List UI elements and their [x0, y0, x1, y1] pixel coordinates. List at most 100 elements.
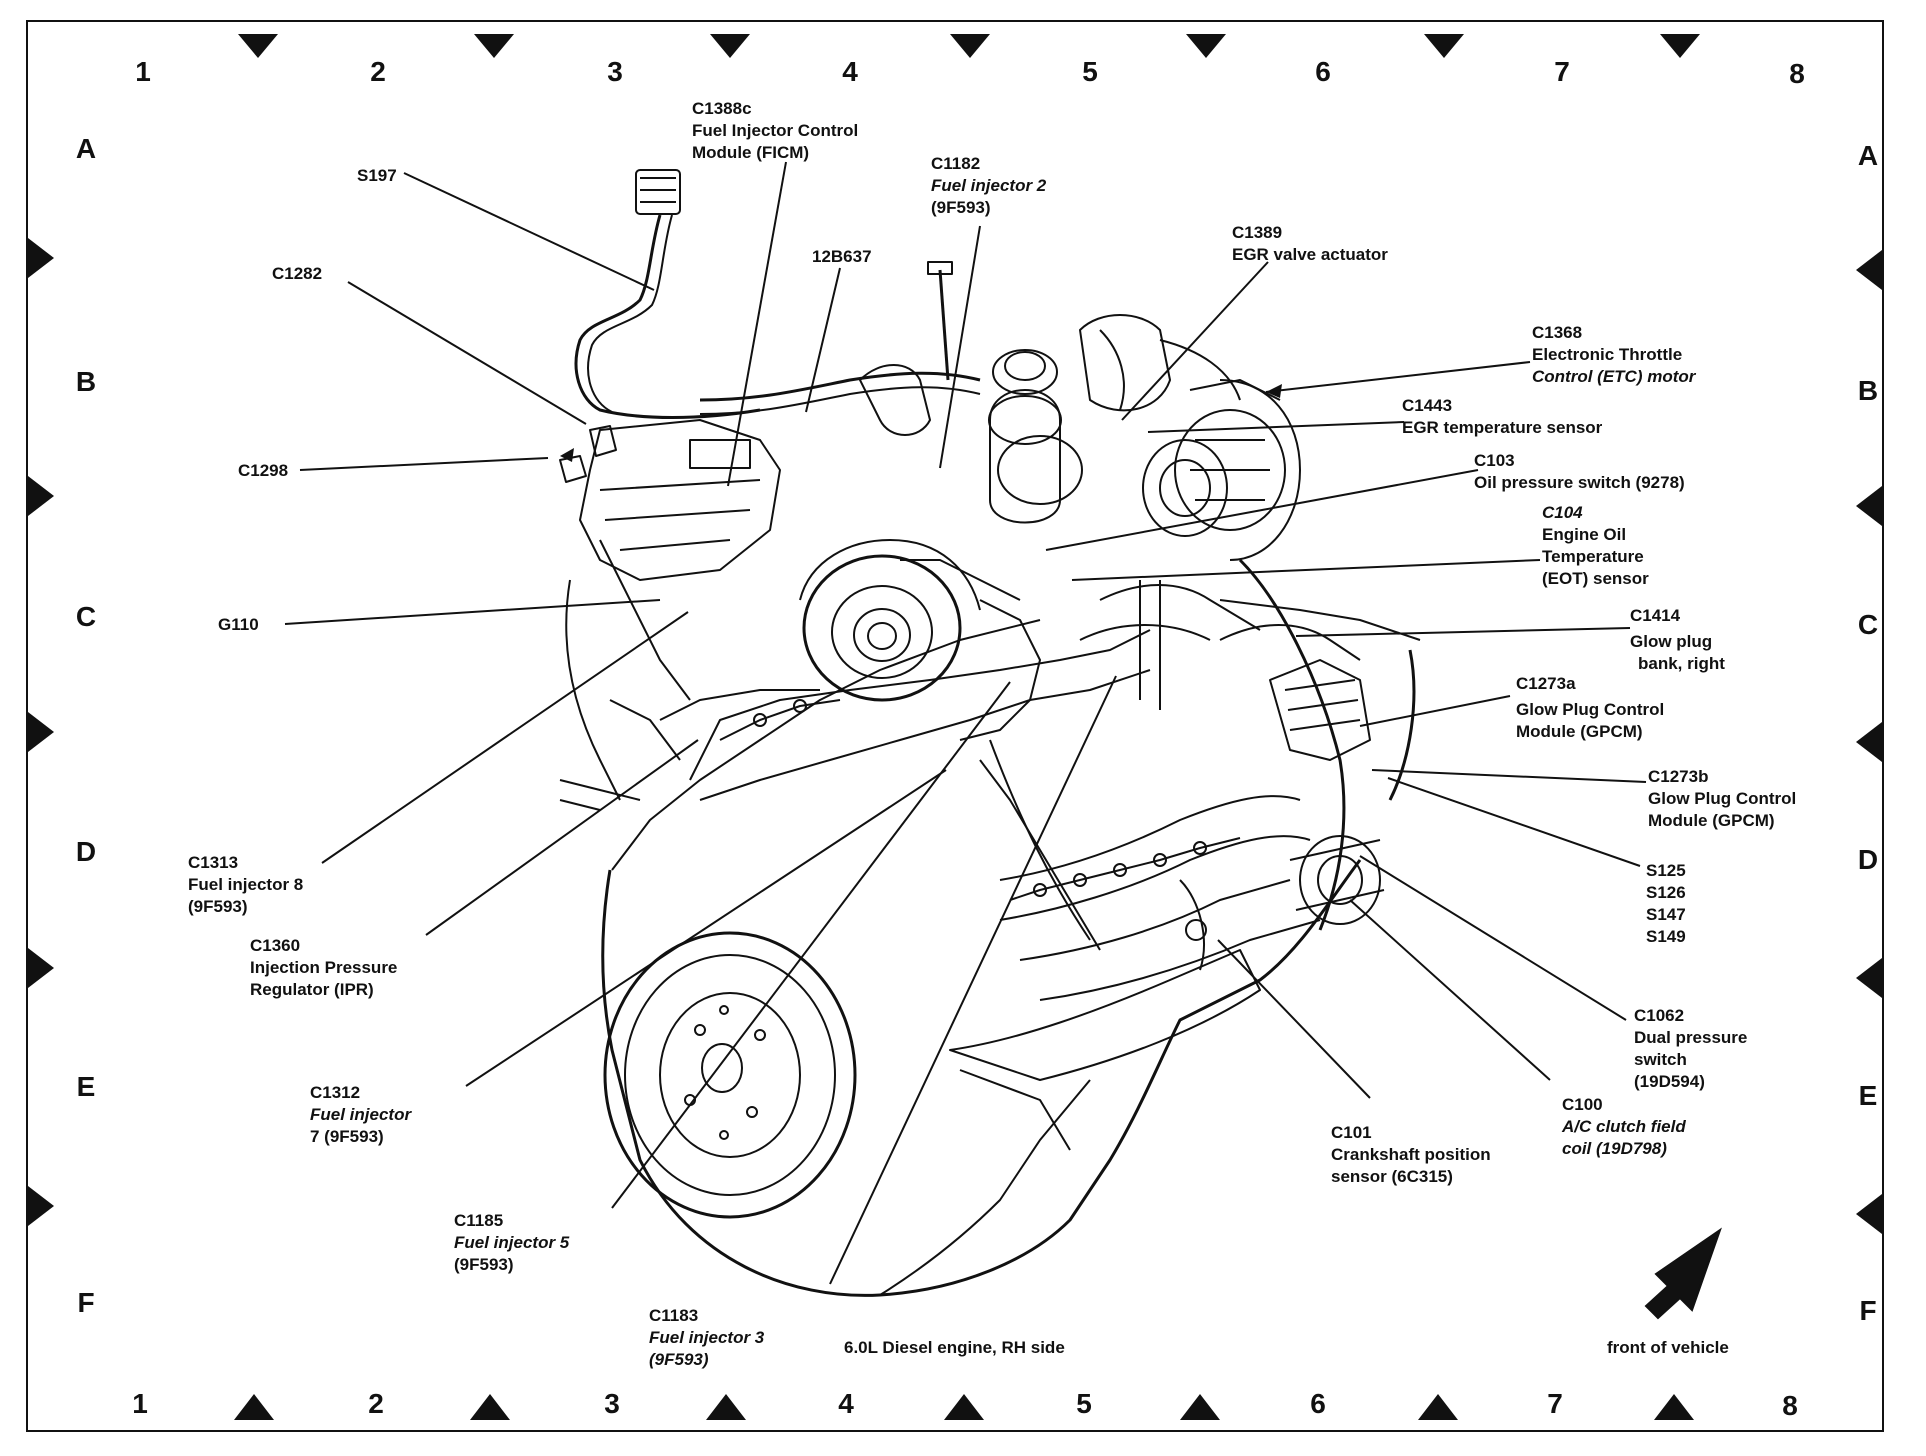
callout-c1062-line1: Dual pressure	[1634, 1028, 1748, 1047]
callout-c1183: C1183 Fuel injector 3 (9F593)	[649, 1305, 764, 1371]
callout-c1313-line1: Fuel injector 8	[188, 875, 304, 894]
grid-col-bottom-1: 1	[132, 1388, 148, 1419]
grid-row-left-b: B	[75, 366, 97, 397]
callout-c103: C103 Oil pressure switch (9278)	[1474, 450, 1685, 494]
callout-c1388c-line1: Fuel Injector Control	[692, 121, 859, 140]
grid-row-left-d: D	[75, 836, 97, 867]
callout-c1185-id: C1185	[454, 1211, 504, 1230]
callout-c1368-id: C1368	[1532, 323, 1583, 342]
grid-ticks-top	[238, 34, 1700, 58]
callout-c1182-line1: Fuel injector 2	[931, 176, 1047, 195]
grid-col-bottom-8: 8	[1782, 1390, 1798, 1421]
callout-c1185: C1185 Fuel injector 5 (9F593)	[454, 1210, 569, 1276]
callout-c1368-line1: Electronic Throttle	[1532, 345, 1683, 364]
grid-row-right-b: B	[1857, 375, 1879, 406]
grid-col-bottom-5: 5	[1076, 1388, 1092, 1419]
grid-ticks-bottom	[234, 1394, 1694, 1420]
grid-col-bottom-2: 2	[368, 1388, 384, 1419]
grid-col-bottom-6: 6	[1310, 1388, 1326, 1419]
front-of-vehicle-label: front of vehicle	[1607, 1338, 1729, 1357]
grid-row-right-f: F	[1859, 1295, 1877, 1326]
grid-col-bottom-3: 3	[604, 1388, 620, 1419]
callout-c1185-line1: Fuel injector 5	[454, 1233, 570, 1252]
callout-splice-s147: S147	[1646, 905, 1686, 924]
grid-row-left-f: F	[77, 1287, 95, 1318]
callout-splice-s126: S126	[1646, 883, 1686, 902]
grid-row-left-a: A	[75, 133, 97, 164]
callout-c1368: C1368 Electronic Throttle Control (ETC) …	[1532, 322, 1695, 388]
callout-c1368-line2: Control (ETC) motor	[1532, 367, 1696, 386]
callout-s197: S197	[357, 165, 397, 187]
callout-c1360-line2: Regulator (IPR)	[250, 980, 374, 999]
callout-c1414-line1: Glow plug	[1630, 632, 1713, 651]
callout-c104-line1: Engine Oil	[1542, 525, 1627, 544]
callout-c1182-id: C1182	[931, 154, 981, 173]
callout-c1443-line1: EGR temperature sensor	[1402, 418, 1603, 437]
callout-c104-line3: (EOT) sensor	[1542, 569, 1649, 588]
callout-c1312: C1312 Fuel injector 7 (9F593)	[310, 1082, 411, 1148]
callout-c101-line1: Crankshaft position	[1331, 1145, 1491, 1164]
engine-illustration	[559, 169, 1421, 1297]
grid-row-right-d: D	[1857, 844, 1879, 875]
diagram-frame	[26, 20, 1884, 1432]
leader-lines	[284, 161, 1647, 1285]
callout-splices: S125 S126 S147 S149	[1646, 860, 1686, 948]
callout-c100-id: C100	[1562, 1095, 1603, 1114]
grid-ticks-right	[1856, 250, 1882, 1234]
grid-col-top-1: 1	[135, 56, 151, 87]
callout-c1273a-id: C1273a	[1516, 674, 1576, 693]
callout-c1062-id: C1062	[1634, 1006, 1685, 1025]
callout-c1312-id: C1312	[310, 1083, 361, 1102]
callout-c1182: C1182 Fuel injector 2 (9F593)	[931, 153, 1046, 219]
callout-c104-id: C104	[1542, 503, 1583, 522]
callout-c103-line1: Oil pressure switch (9278)	[1474, 473, 1685, 492]
callout-c1185-line2: (9F593)	[454, 1255, 514, 1274]
callout-c1388c: C1388c Fuel Injector Control Module (FIC…	[692, 98, 858, 164]
callout-c104-line2: Temperature	[1542, 547, 1644, 566]
callout-c1273a-line1: Glow Plug Control	[1516, 700, 1665, 719]
grid-col-top-2: 2	[370, 56, 386, 87]
grid-row-right-e: E	[1858, 1080, 1878, 1111]
callout-c1273a: C1273a Glow Plug Control Module (GPCM)	[1516, 673, 1664, 743]
callout-c1389-id: C1389	[1232, 223, 1283, 242]
callout-c101: C101 Crankshaft position sensor (6C315)	[1331, 1122, 1491, 1188]
callout-c1273b-line2: Module (GPCM)	[1648, 811, 1775, 830]
callout-c1273a-line2: Module (GPCM)	[1516, 722, 1643, 741]
callout-c1389-line1: EGR valve actuator	[1232, 245, 1388, 264]
grid-col-bottom-4: 4	[838, 1388, 854, 1419]
callout-g110: G110	[218, 614, 259, 636]
callout-c1183-id: C1183	[649, 1306, 699, 1325]
callout-c1414: C1414 Glow plug bank, right	[1630, 605, 1725, 675]
front-of-vehicle-arrow	[1644, 1227, 1722, 1320]
grid-row-right-c: C	[1857, 609, 1879, 640]
grid-col-top-6: 6	[1315, 56, 1331, 87]
grid-col-top-7: 7	[1554, 56, 1570, 87]
grid-row-left-c: C	[75, 601, 97, 632]
grid-col-top-4: 4	[842, 56, 858, 87]
callout-splice-s125: S125	[1646, 861, 1686, 880]
callout-c1298-id: C1298	[238, 461, 289, 480]
callout-c1389: C1389 EGR valve actuator	[1232, 222, 1388, 266]
callout-c1443-id: C1443	[1402, 396, 1453, 415]
callout-c1313-id: C1313	[188, 853, 239, 872]
callout-c101-line2: sensor (6C315)	[1331, 1167, 1453, 1186]
callout-c1414-line2: bank, right	[1638, 654, 1725, 673]
callout-c1183-line1: Fuel injector 3	[649, 1328, 765, 1347]
callout-c1273b-line1: Glow Plug Control	[1648, 789, 1797, 808]
callout-c1313-line2: (9F593)	[188, 897, 248, 916]
callout-c1182-line2: (9F593)	[931, 198, 991, 217]
callout-12b637-id: 12B637	[812, 247, 872, 266]
grid-col-top-3: 3	[607, 56, 623, 87]
callout-c1273b-id: C1273b	[1648, 767, 1709, 786]
grid-col-top-8: 8	[1789, 58, 1805, 89]
callout-c1388c-id: C1388c	[692, 99, 752, 118]
callout-c1183-line2: (9F593)	[649, 1350, 709, 1369]
leader-arrowheads	[560, 384, 1282, 462]
grid-ticks-left	[28, 238, 54, 1226]
callout-c104: C104 Engine Oil Temperature (EOT) sensor	[1542, 502, 1649, 590]
callout-c100: C100 A/C clutch field coil (19D798)	[1562, 1094, 1686, 1160]
callout-c1360-line1: Injection Pressure	[250, 958, 398, 977]
callout-c1388c-line2: Module (FICM)	[692, 143, 810, 162]
callout-12b637: 12B637	[812, 246, 872, 268]
